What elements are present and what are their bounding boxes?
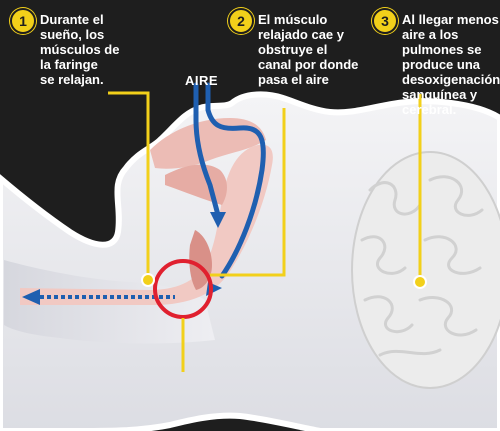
step-2-number: 2 <box>228 8 254 34</box>
step-2-text: El músculo relajado cae y obstruye el ca… <box>258 12 358 87</box>
step-3-number: 3 <box>372 8 398 34</box>
callout-dot-1 <box>142 274 154 286</box>
step-1-number: 1 <box>10 8 36 34</box>
airflow-label: AIRE <box>185 73 218 88</box>
callout-dot-3 <box>414 276 426 288</box>
step-1-text: Durante el sueño, los músculos de la far… <box>40 12 119 87</box>
step-3-text: Al llegar menos aire a los pulmones se p… <box>402 12 500 117</box>
brain <box>352 152 500 388</box>
